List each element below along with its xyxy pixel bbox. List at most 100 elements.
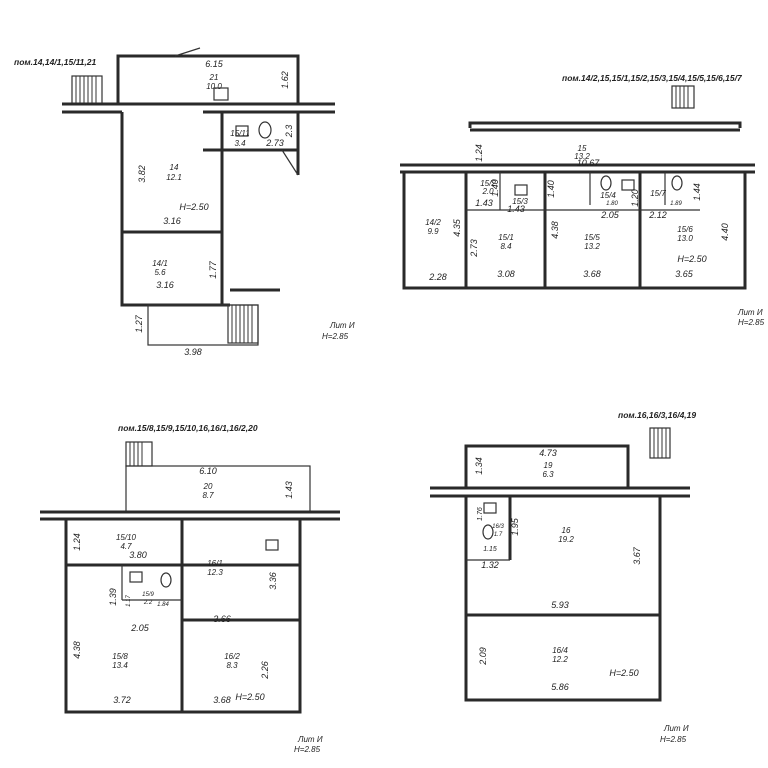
plan-4-lit: Лит И (663, 724, 689, 733)
dimension-label: 3.98 (184, 347, 202, 357)
room-15-6-area: 13.0 (677, 234, 693, 243)
room-15-8-id: 15/8 (112, 652, 128, 661)
room-15-4-id: 15/4 (600, 191, 616, 200)
dimension-label: 1.77 (208, 260, 218, 279)
stairs-icon (125, 441, 153, 467)
stairs-icon (227, 304, 259, 344)
toilet-icon (258, 121, 272, 139)
room-15-5-area: 13.2 (584, 242, 600, 251)
plan-4-title: пом.16,16/3,16/4,19 (618, 410, 696, 420)
plan-1-lit: Лит И (329, 321, 355, 330)
dimension-label: 3.65 (675, 269, 694, 279)
room-14-2-id: 14/2 (425, 218, 441, 227)
dimension-label: 3.80 (129, 550, 147, 560)
dimension-label: 5.86 (551, 682, 569, 692)
plan-1-height: Н=2.85 (322, 332, 349, 341)
dimension-label: 6.10 (199, 466, 217, 476)
dimension-label: 2.12 (648, 210, 667, 220)
room-15-2-id: 15/2 (480, 179, 496, 188)
dimension-label: 3.72 (113, 695, 131, 705)
sink-icon (265, 539, 279, 551)
room-16-3-id: 16/3 (492, 524, 504, 530)
room-15-9-area: 2.2 (143, 600, 153, 606)
room-16-2-area: 8.3 (226, 661, 238, 670)
sink-icon (213, 87, 229, 101)
room-21-area: 10.0 (206, 82, 222, 91)
room-15-11-id: 15/11 (230, 129, 249, 138)
dimension-label: 2.28 (428, 272, 447, 282)
room-16-1-area: 12.3 (207, 568, 223, 577)
plan-1-title: пом.14,14/1,15/11,21 (14, 57, 96, 67)
plan-1: пом.14,14/1,15/11,21 (14, 47, 355, 357)
dimension-label: 1.39 (108, 588, 118, 606)
room-14-1-area: 5.6 (154, 268, 166, 277)
plan-3-title: пом.15/8,15/9,15/10,16,16/1,16/2,20 (118, 423, 258, 433)
dimension-label: 1.43 (284, 481, 294, 499)
dimension-label: 1.84 (157, 602, 169, 608)
dimension-label: 1.43 (507, 204, 525, 214)
plan-4: пом.16,16/3,16/4,19 19 6.3 16 19.2 16/3 … (430, 410, 696, 744)
room-15-1-id: 15/1 (498, 233, 514, 242)
dimension-label: 1.89 (670, 201, 682, 207)
dimension-label: 3.08 (497, 269, 515, 279)
dimension-label: Н=2.50 (235, 692, 264, 702)
dimension-label: 1.76 (477, 507, 484, 521)
plan-2-lit: Лит И (737, 308, 763, 317)
dimension-label: 1.44 (692, 183, 702, 201)
room-15-area: 13.2 (574, 152, 590, 161)
room-14-id: 14 (170, 163, 179, 172)
toilet-icon (671, 175, 683, 191)
room-14-area: 12.1 (166, 173, 182, 182)
dimension-label: 6.15 (205, 59, 224, 69)
stairs-icon (649, 427, 671, 459)
sink-icon (235, 125, 249, 137)
room-15-8-area: 13.4 (112, 661, 128, 670)
room-16-area: 19.2 (558, 535, 574, 544)
dimension-label: 2.26 (260, 661, 270, 680)
plan-2: пом.14/2,15,15/1,15/2,15/3,15/4,15/5,15/… (400, 73, 765, 327)
dimension-label: 4.73 (539, 448, 557, 458)
dimension-label: 3.66 (213, 614, 231, 624)
dimension-label: 4.35 (452, 218, 462, 237)
room-15-2-area: 2.0 (481, 187, 494, 196)
dimension-label: 3.67 (632, 546, 642, 565)
dimension-label: 1.24 (474, 144, 484, 162)
dimension-label: 1.62 (280, 71, 290, 89)
room-16-3-area: 1.7 (494, 532, 503, 538)
room-15-9-id: 15/9 (142, 592, 154, 598)
room-16-id: 16 (562, 526, 571, 535)
dimension-label: 1.95 (510, 517, 520, 536)
stairs-icon (71, 75, 103, 105)
dimension-label: 5.93 (551, 600, 569, 610)
toilet-icon (160, 572, 172, 588)
room-15-id: 15 (578, 144, 587, 153)
dimension-label: 1.17 (126, 595, 132, 607)
dimension-label: 4.40 (720, 223, 730, 241)
room-20-id: 20 (203, 482, 213, 491)
room-19-id: 19 (544, 461, 553, 470)
dimension-label: 1.34 (474, 457, 484, 475)
plan-3: пом.15/8,15/9,15/10,16,16/1,16/2,20 20 8… (40, 423, 340, 754)
dimension-label: 3.16 (163, 216, 181, 226)
dimension-label: Н=2.50 (677, 254, 706, 264)
room-15-10-id: 15/10 (116, 533, 137, 542)
dimension-label: 1.27 (134, 314, 144, 333)
dimension-label: 3.36 (268, 572, 278, 590)
dimension-label: 3.68 (213, 695, 231, 705)
plan-4-height: Н=2.85 (660, 735, 687, 744)
room-15-5-id: 15/5 (584, 233, 600, 242)
dimension-label: 4.38 (72, 641, 82, 659)
room-19-area: 6.3 (542, 470, 554, 479)
dimension-label: 2.73 (265, 138, 284, 148)
dimension-label: 2.73 (469, 239, 479, 258)
dimension-label: 3.82 (137, 165, 147, 183)
room-21-id: 21 (209, 73, 219, 82)
dimension-label: 4.38 (550, 221, 560, 239)
dimension-label: 1.40 (490, 179, 500, 197)
room-15-3-id: 15/3 (512, 197, 528, 206)
room-15-11-area: 3.4 (234, 139, 246, 148)
dimension-label: 1.40 (546, 180, 556, 198)
dimension-label: 1.32 (481, 560, 499, 570)
room-14-1-id: 14/1 (152, 259, 168, 268)
